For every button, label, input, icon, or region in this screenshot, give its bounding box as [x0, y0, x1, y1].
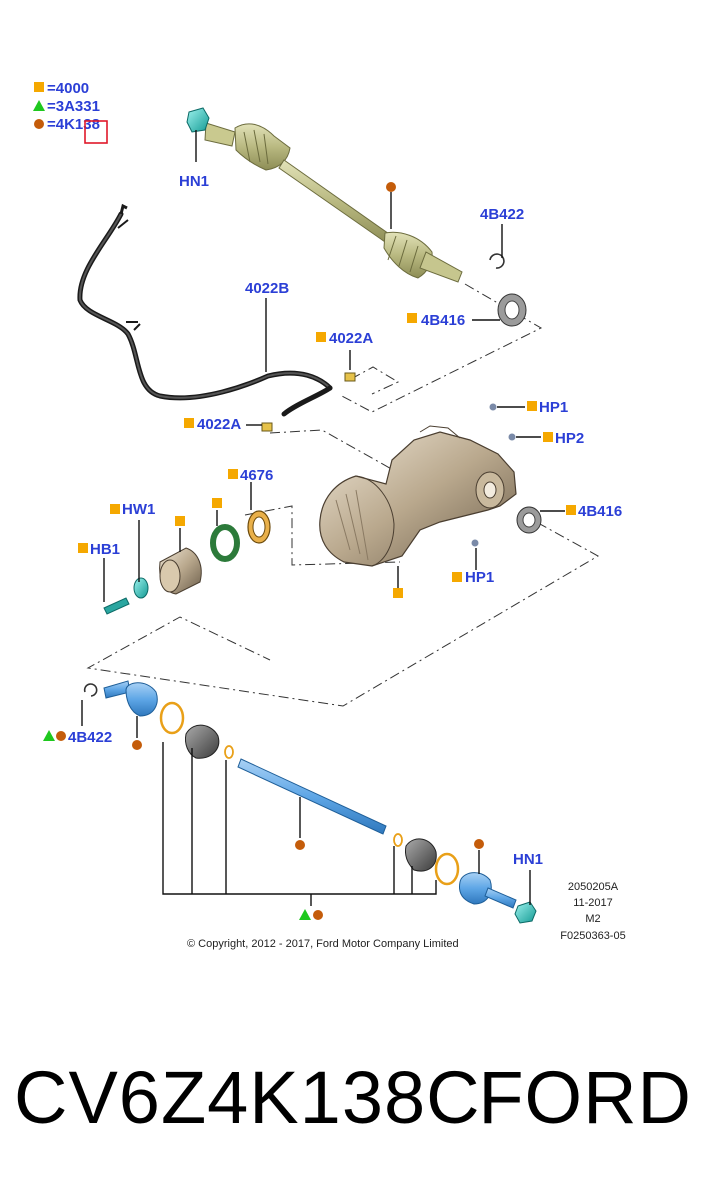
- callout-hp1-top: HP1: [539, 399, 568, 416]
- callout-square-icon: [212, 498, 222, 508]
- highlight-box: [84, 120, 108, 144]
- callout-hb1: HB1: [90, 541, 120, 558]
- callout-square-icon: [393, 588, 403, 598]
- part-banner: CV6Z4K138C FORD: [0, 1055, 708, 1165]
- breather-hose: [77, 203, 356, 432]
- figure-number: F0250363-05: [560, 930, 625, 942]
- figure-model: M2: [585, 913, 600, 925]
- callout-square-icon: [316, 332, 326, 342]
- legend-circle-icon: [34, 119, 44, 129]
- upper-halfshaft: [186, 107, 527, 327]
- legend-triangle-text: =3A331: [47, 98, 100, 115]
- callout-square-icon: [407, 313, 417, 323]
- callout-square-icon: [543, 432, 553, 442]
- callout-4b416-right: 4B416: [578, 503, 622, 520]
- pinion-parts: [103, 510, 271, 615]
- rear-drive-unit: [319, 403, 542, 567]
- brand-name: FORD: [478, 1056, 692, 1139]
- callout-4022b: 4022B: [245, 280, 289, 297]
- callout-4022a-right: 4022A: [329, 330, 373, 347]
- callout-square-icon: [78, 543, 88, 553]
- legend-square-icon: [34, 82, 44, 92]
- callout-circle-icon: [474, 839, 484, 849]
- callout-circle-icon: [56, 731, 66, 741]
- legend: =4000 =3A331 =4K138: [33, 80, 108, 144]
- callout-square-icon: [452, 572, 462, 582]
- legend-circle-text: =4K138: [47, 116, 100, 133]
- callout-4676: 4676: [240, 467, 273, 484]
- callout-4b422-top: 4B422: [480, 206, 524, 223]
- figure-info: 2050205A 11-2017 M2 F0250363-05: [560, 881, 625, 942]
- callout-hp1-bottom: HP1: [465, 569, 494, 586]
- callout-hw1: HW1: [122, 501, 155, 518]
- callout-circle-icon: [295, 840, 305, 850]
- callout-circle-icon: [313, 910, 323, 920]
- callout-triangle-icon: [299, 909, 311, 920]
- callout-circle-icon: [386, 182, 396, 192]
- callout-4b416-top: 4B416: [421, 312, 465, 329]
- callout-hn1-top: HN1: [179, 173, 209, 190]
- callout-circle-icon: [132, 740, 142, 750]
- part-number: CV6Z4K138C: [14, 1056, 481, 1139]
- callout-hp2: HP2: [555, 430, 584, 447]
- legend-triangle-icon: [33, 100, 45, 111]
- callout-square-icon: [566, 505, 576, 515]
- leader-lines: [81, 130, 565, 906]
- callout-4022a-left: 4022A: [197, 416, 241, 433]
- callout-square-icon: [184, 418, 194, 428]
- callout-square-icon: [110, 504, 120, 514]
- copyright-text: © Copyright, 2012 - 2017, Ford Motor Com…: [187, 938, 459, 950]
- callout-4b422-bottom: 4B422: [68, 729, 112, 746]
- callout-square-icon: [228, 469, 238, 479]
- callout-labels: HN1 4B422 4022B 4022A 4B416 4022A HP1 HP…: [68, 173, 622, 868]
- figure-date: 11-2017: [573, 897, 613, 909]
- lower-halfshaft: [83, 680, 537, 924]
- callout-square-icon: [527, 401, 537, 411]
- legend-square-text: =4000: [47, 80, 89, 97]
- callout-square-icon: [175, 516, 185, 526]
- figure-code: 2050205A: [568, 881, 619, 893]
- callout-triangle-icon: [43, 730, 55, 741]
- exploded-parts-diagram: =4000 =3A331 =4K138: [33, 80, 626, 950]
- callout-hn1-bottom: HN1: [513, 851, 543, 868]
- callout-symbols: [43, 182, 576, 920]
